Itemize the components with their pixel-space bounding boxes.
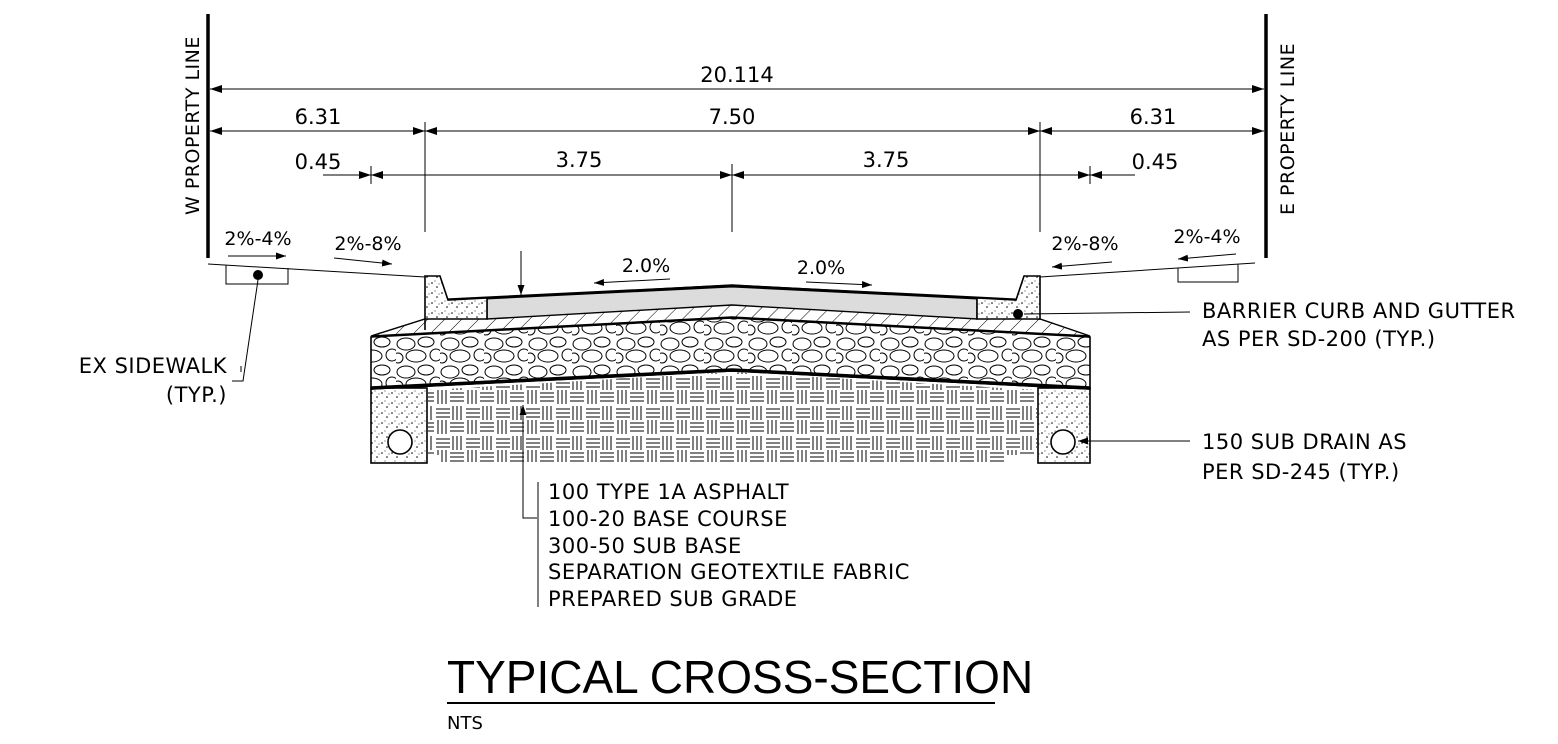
east-gutter-dimension: 0.45	[1090, 150, 1179, 179]
west-boulevard-slope-label: 2%-8%	[334, 233, 401, 255]
east-subdrain-trench	[1037, 387, 1091, 464]
west-subdrain-trench	[370, 387, 428, 464]
layers-leader	[519, 405, 539, 607]
layer-list-item: PREPARED SUB GRADE	[548, 587, 798, 611]
west-property-line-label: W PROPERTY LINE	[182, 36, 204, 215]
east-lane-dimension-label: 3.75	[863, 148, 910, 172]
drawing-scale-text: NTS	[447, 713, 483, 734]
sidewalk-callout: EX SIDEWALK (TYP.)	[79, 354, 228, 407]
west-lane-slope-label: 2.0%	[622, 255, 670, 277]
curb-callout-line-1: BARRIER CURB AND GUTTER	[1202, 299, 1516, 323]
west-lane-slope: 2.0%	[593, 255, 670, 286]
curb-callout-line-2: AS PER SD-200 (TYP.)	[1202, 327, 1436, 351]
prepared-subgrade	[428, 372, 1037, 462]
east-lane-slope: 2.0%	[797, 257, 873, 289]
overall-dimension-label: 20.114	[700, 63, 773, 87]
layer-list: 100 TYPE 1A ASPHALT 100-20 BASE COURSE 3…	[548, 480, 910, 611]
drain-callout-line-2: PER SD-245 (TYP.)	[1202, 460, 1400, 484]
east-gutter-dimension-label: 0.45	[1132, 150, 1179, 174]
layer-list-item: SEPARATION GEOTEXTILE FABRIC	[548, 560, 910, 584]
curb-callout-dot	[1013, 309, 1023, 319]
east-sidewalk-slope: 2%-4%	[1173, 226, 1241, 262]
drawing-title: TYPICAL CROSS-SECTION NTS	[447, 651, 1033, 734]
east-lane-slope-label: 2.0%	[797, 257, 845, 279]
east-property-line: E PROPERTY LINE	[1264, 14, 1299, 258]
east-sidewalk-slope-label: 2%-4%	[1173, 226, 1240, 248]
east-curb-and-gutter	[976, 275, 1041, 320]
drain-callout: 150 SUB DRAIN AS PER SD-245 (TYP.)	[1202, 430, 1407, 484]
west-sidewalk-callout-dot	[253, 270, 263, 280]
east-subdrain-pipe	[1050, 429, 1076, 455]
east-boulevard-slope: 2%-8%	[1051, 233, 1119, 270]
west-lane-dimension: 3.75	[371, 148, 732, 179]
east-lane-dimension: 3.75	[732, 148, 1090, 179]
curb-callout: BARRIER CURB AND GUTTER AS PER SD-200 (T…	[1202, 299, 1516, 351]
east-boulevard-slope-label: 2%-8%	[1051, 233, 1118, 255]
east-sidewalk	[1039, 262, 1256, 283]
west-boulevard-slope: 2%-8%	[333, 233, 402, 267]
geotextile-fabric	[370, 368, 1091, 390]
west-boulevard-dimension-label: 6.31	[295, 105, 342, 129]
roadway-dimension: 7.50	[425, 105, 1040, 135]
sidewalk-callout-line-1: EX SIDEWALK	[79, 354, 228, 378]
west-property-line: W PROPERTY LINE	[182, 14, 210, 258]
west-boulevard-dimension: 6.31	[210, 105, 425, 135]
west-curb-and-gutter	[424, 275, 488, 330]
east-boulevard-dimension: 6.31	[1040, 105, 1264, 135]
west-gutter-dimension: 0.45	[295, 150, 371, 179]
east-property-line-label: E PROPERTY LINE	[1277, 43, 1299, 215]
west-subdrain-pipe	[387, 429, 413, 455]
west-sidewalk-slope-label: 2%-4%	[224, 228, 291, 250]
east-boulevard-dimension-label: 6.31	[1130, 105, 1177, 129]
drawing-title-text: TYPICAL CROSS-SECTION	[447, 651, 1033, 703]
sidewalk-leader	[232, 279, 259, 382]
west-lane-dimension-label: 3.75	[556, 148, 603, 172]
roadway-dimension-label: 7.50	[709, 105, 756, 129]
west-sidewalk-slope: 2%-4%	[224, 228, 292, 260]
curb-leader	[1023, 311, 1191, 315]
drain-callout-line-1: 150 SUB DRAIN AS	[1202, 430, 1407, 454]
sub-base-layer	[370, 317, 1091, 390]
sidewalk-callout-line-2: (TYP.)	[166, 383, 227, 407]
west-sidewalk	[207, 263, 426, 285]
layer-list-item: 100-20 BASE COURSE	[548, 507, 788, 531]
layer-list-item: 100 TYPE 1A ASPHALT	[548, 480, 789, 504]
west-gutter-dimension-label: 0.45	[295, 150, 342, 174]
layer-list-item: 300-50 SUB BASE	[548, 534, 742, 558]
overall-dimension: 20.114	[210, 63, 1264, 93]
